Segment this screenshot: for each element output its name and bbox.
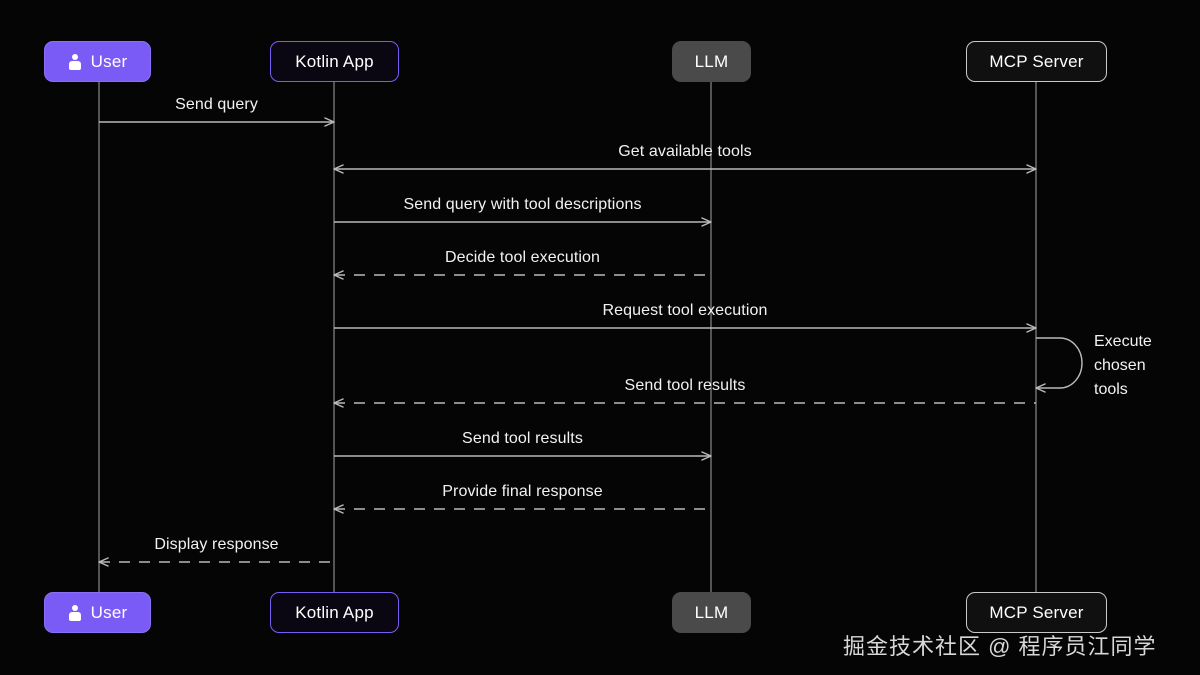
message-label: Send tool results <box>624 377 746 394</box>
message-label: Get available tools <box>618 143 752 160</box>
message-label: Send tool results <box>462 430 583 447</box>
message-label: Display response <box>154 536 279 553</box>
participant-label: LLM <box>694 51 729 71</box>
participant-llm[interactable]: LLM <box>672 592 751 633</box>
participant-mcp_server[interactable]: MCP Server <box>966 592 1107 633</box>
participant-llm[interactable]: LLM <box>672 41 751 82</box>
participant-kotlin_app[interactable]: Kotlin App <box>270 41 399 82</box>
participant-label: MCP Server <box>989 51 1084 71</box>
participant-label: LLM <box>694 602 729 622</box>
person-icon <box>68 604 82 621</box>
participant-kotlin_app[interactable]: Kotlin App <box>270 592 399 633</box>
message-label: Provide final response <box>442 483 603 500</box>
participant-mcp_server[interactable]: MCP Server <box>966 41 1107 82</box>
self-message-label: Execute chosen tools <box>1094 333 1152 398</box>
self-message-arc <box>1035 337 1083 393</box>
self-message-arcs-group <box>1035 337 1083 393</box>
message-label: Send query <box>175 96 258 113</box>
participant-label: User <box>90 602 128 622</box>
message-label: Request tool execution <box>602 302 768 319</box>
lifelines-group <box>98 82 1037 592</box>
participant-label: Kotlin App <box>295 602 374 622</box>
watermark-text: 掘金技术社区 @ 程序员江同学 <box>843 634 1157 659</box>
participant-label: Kotlin App <box>295 51 374 71</box>
message-label: Decide tool execution <box>444 249 601 266</box>
participant-user[interactable]: User <box>44 592 151 633</box>
message-arrows-group <box>98 117 1037 567</box>
message-label: Send query with tool descriptions <box>403 196 642 213</box>
participant-label: User <box>90 51 128 71</box>
participant-label: MCP Server <box>989 602 1084 622</box>
person-icon <box>68 53 82 70</box>
participant-user[interactable]: User <box>44 41 151 82</box>
